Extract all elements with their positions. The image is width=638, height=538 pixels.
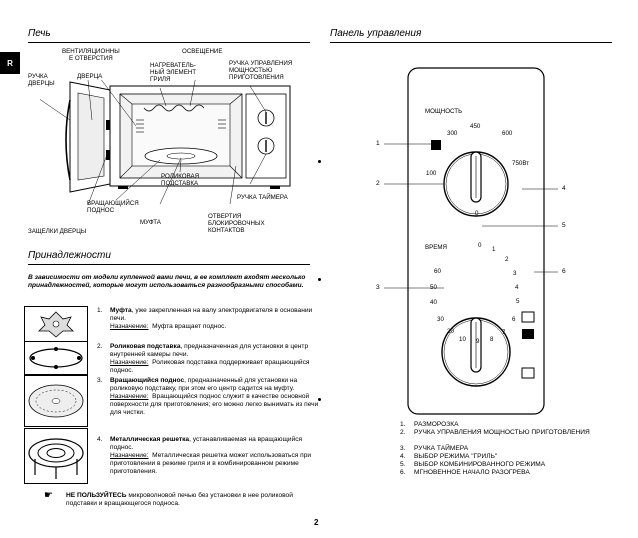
item-purpose-label: Назначение: [110,452,149,459]
accessory-item-turntable: 3. Вращающийся поднос, предназначенный д… [97,377,319,433]
turntable-icon [28,384,84,418]
power-label: МОЩНОСТЬ [425,108,463,115]
power-mark-600: 600 [502,130,513,137]
item-purpose-label: Назначение: [110,393,149,400]
label-turntable: ВРАЩАЮЩИЙСЯ ПОДНОС [87,200,139,214]
timer-mark-7: 7 [502,329,506,336]
roller-ring-icon [29,347,83,369]
callout-2: 2 [376,180,380,187]
legend-item: 2.РУЧКА УПРАВЛЕНИЯ МОЩНОСТЬЮ ПРИГОТОВЛЕН… [400,429,590,436]
divider-dot [318,398,321,401]
power-mark-750: 750Вт [512,160,530,167]
accessory-item-roller: 2. Роликовая подставка, предназначенная … [97,343,319,377]
item-name: Муфта [110,307,132,314]
timer-mark-50: 50 [430,284,437,291]
accessory-item-coupler: 1. Муфта, уже закрепленная на валу элект… [97,307,319,341]
metal-rack-image [24,428,88,484]
item-number: 1. [97,307,103,314]
accessories-title-rule [28,264,310,265]
control-panel-illustration [384,67,558,415]
item-name: Роликовая подставка [110,343,181,350]
oven-illustration [40,80,291,205]
oven-title-rule [28,42,310,43]
label-timer-knob: РУЧКА ТАЙМЕРА [237,194,288,201]
roller-ring-image [24,341,88,375]
item-name: Металлическая решетка [110,436,190,443]
oven-section-title: Печь [28,28,51,39]
label-door-handle: РУЧКА ДВЕРЦЫ [28,73,55,87]
metal-rack-icon [28,438,84,479]
power-mark-0: 0 [475,210,479,217]
power-mark-300: 300 [447,130,458,137]
callout-5: 5 [562,222,566,229]
label-latches: ЗАЩЕЛКИ ДВЕРЦЫ [28,228,87,235]
item-number: 4. [97,436,103,443]
control-legend: 1.РАЗМОРОЗКА 2.РУЧКА УПРАВЛЕНИЯ МОЩНОСТЬ… [400,421,620,477]
timer-mark-5: 5 [516,298,520,305]
label-interlock: ОТВЕРТИЯ БЛОКИРОВОЧНЫХ КОНТАКТОВ [208,213,265,234]
legend-item: 6.МГНОВЕННОЕ НАЧАЛО РАЗОГРЕВА [400,469,530,476]
timer-mark-30: 30 [437,316,444,323]
label-grill: НАГРЕВАТЕЛЬ- НЫЙ ЭЛЕМЕНТ ГРИЛЯ [150,62,197,83]
page-number: 2 [314,518,319,527]
timer-mark-8: 8 [490,336,494,343]
pointing-hand-icon: ☛ [44,490,53,501]
legend-item: 1.РАЗМОРОЗКА [400,421,459,428]
coupler-image [24,306,88,342]
item-desc: , уже закрепленная на валу электродвигат… [110,307,313,322]
item-purpose: Вращающийся поднос служит в качестве осн… [110,393,319,416]
timer-mark-9: 9 [476,338,480,345]
label-roller: РОЛИКОВАЯ ПОДСТАВКА [161,173,200,187]
item-purpose: Металлическая решетка может использовать… [110,452,312,475]
warning-note: НЕ ПОЛЬЗУЙТЕСЬ микроволновой печью без у… [66,492,316,508]
divider-dot [318,160,321,163]
legend-item: 4.ВЫБОР РЕЖИМА "ГРИЛЬ" [400,453,498,460]
warning-text: микроволновой печью без установки в нее … [66,492,293,507]
callout-3: 3 [376,284,380,291]
item-purpose: Муфта вращает поднос. [152,323,227,330]
timer-mark-6: 6 [512,316,516,323]
item-number: 2. [97,343,103,350]
accessories-intro: В зависимости от модели купленной вами п… [28,274,306,289]
timer-mark-2: 2 [505,256,509,263]
label-power-knob: РУЧКА УПРАВЛЕНИЯ МОЩНОСТЬЮ ПРИГОТОВЛЕНИЯ [229,60,293,81]
timer-mark-40: 40 [430,299,437,306]
label-coupler: МУФТА [140,219,161,226]
item-number: 3. [97,377,103,384]
item-name: Вращающийся поднос [110,377,185,384]
timer-mark-10: 10 [459,336,466,343]
timer-mark-60: 60 [434,268,441,275]
turntable-image [24,375,88,427]
callout-6: 6 [562,268,566,275]
label-light: ОСВЕЩЕНИЕ [182,48,223,55]
callout-4: 4 [562,185,566,192]
timer-mark-20: 20 [447,328,454,335]
timer-mark-1: 1 [492,246,496,253]
label-vent: ВЕНТИЛЯЦИОННЫ Е ОТВЕРСТИЯ [62,48,120,62]
accessories-section-title: Принадлежности [28,250,111,261]
label-door: ДВЕРЦА [77,73,103,80]
coupler-icon [38,311,74,338]
item-purpose-label: Назначение: [110,323,149,330]
divider-dot [318,278,321,281]
item-purpose: Роликовая подставка поддерживает вращающ… [110,359,310,374]
legend-item: 3.РУЧКА ТАЙМЕРА [400,445,469,452]
panel-title-rule [330,42,612,43]
timer-mark-0: 0 [478,242,482,249]
item-desc: , предназначенная для установки в центр … [110,343,309,358]
item-purpose-label: Назначение: [110,359,149,366]
timer-mark-4: 4 [515,284,519,291]
timer-label: ВРЕМЯ [425,244,448,251]
timer-mark-3: 3 [513,270,517,277]
power-mark-450: 450 [470,123,481,130]
legend-item: 5.ВЫБОР КОМБИНИРОВАННОГО РЕЖИМА [400,461,546,468]
power-mark-100: 100 [426,170,437,177]
side-tab: R [0,52,20,74]
warning-bold: НЕ ПОЛЬЗУЙТЕСЬ [66,492,127,499]
accessory-item-rack: 4. Металлическая решетка, устанавливаема… [97,436,319,486]
item-desc: , устанавливаемая на вращающийся поднос. [110,436,303,451]
item-desc: , предназначенный для установки на ролик… [110,377,298,392]
panel-section-title: Панель управления [330,28,422,39]
callout-1: 1 [376,140,380,147]
